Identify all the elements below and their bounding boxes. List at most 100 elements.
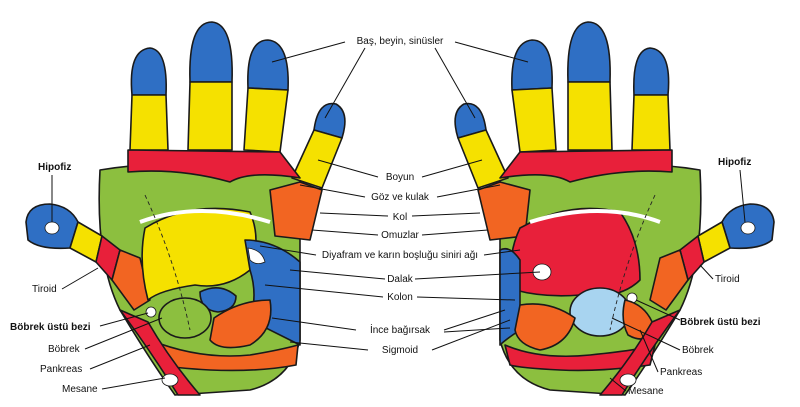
right-bladder-band [599,309,681,396]
label-spleen: Dalak [387,274,414,285]
right-index-finger-neck-zone [631,94,671,151]
right-middle-finger-neck-zone [567,81,613,151]
leader-arm-left [319,212,389,217]
label-head-sinus: Baş, beyin, sinüsler [357,36,444,47]
right-ring-finger-neck-zone [511,87,557,153]
leader-neck-right [421,159,483,178]
right-eyes-ears-band [499,149,673,183]
leader-spleen-left [289,269,386,280]
label-shoulders: Omuzlar [381,230,419,241]
label-adrenal-left: Böbrek üstü bezi [10,322,91,333]
right-middle-finger-head-zone [567,21,611,83]
leader-lines [51,41,746,392]
leader-diaphragm-right [483,249,521,256]
leader-head-left-2 [324,47,366,119]
left-sigmoid-zone [149,339,299,372]
leader-kidney-right [611,317,681,351]
center-labels: Baş, beyin, sinüsler Boyun Göz ve kulak … [10,36,761,397]
leader-eyes-left [299,184,366,198]
label-colon: Kolon [387,292,413,303]
leader-pancreas-right [639,329,659,373]
right-hand [454,21,775,396]
left-adrenal-spot [145,306,157,318]
right-index-finger-head-zone [633,47,670,96]
right-diaphragm-line [529,209,661,224]
label-small-intestine: İnce bağırsak [370,323,431,336]
leader-bladder-left [101,377,166,390]
left-little-finger-head-zone [313,102,346,139]
leader-hypophysis-right [739,169,746,223]
leader-shoulders-left [311,229,379,236]
right-dashed-line [609,194,656,331]
leader-small-intestine-right-2 [443,327,511,333]
leader-sigmoid-right [431,319,511,351]
left-diaphragm-line [139,209,271,224]
left-hand [25,21,346,396]
label-arm: Kol [393,212,407,223]
label-kidney-right: Böbrek [682,345,715,356]
left-index-finger-head-zone [130,47,167,96]
leader-small-intestine-right-1 [443,309,506,331]
left-ring-finger-head-zone [247,39,289,91]
left-eyes-ears-band [127,149,301,183]
leader-diaphragm-left [259,245,317,256]
leader-eyes-right [436,184,501,198]
label-neck: Boyun [386,172,414,183]
right-bladder-spot [619,373,637,387]
right-hypophysis-spot [740,221,756,235]
leader-adrenal-right [635,299,681,321]
right-small-intestine-zone [514,303,576,351]
label-bladder-right: Mesane [628,386,664,397]
label-pancreas-left: Pankreas [40,364,82,375]
right-lower-band [504,344,656,372]
left-small-intestine-zone [209,299,272,349]
left-liver-zone [141,207,257,301]
leader-bladder-right [609,377,627,392]
left-little-finger-neck-zone [291,129,343,189]
label-pancreas-right: Pankreas [660,367,702,378]
leader-head-right-1 [454,41,529,63]
right-little-finger-neck-zone [457,129,509,189]
leader-shoulders-right [421,229,489,236]
label-thyroid-right: Tiroid [715,274,740,285]
left-ring-finger-neck-zone [243,87,289,153]
leader-thyroid-left [61,267,99,290]
label-hypophysis-right: Hipofiz [718,157,751,168]
right-thumb-base-zone [649,249,689,311]
right-kidney-zone [569,287,631,337]
left-bladder-band [119,309,201,396]
leader-kidney-left [84,317,163,350]
leader-colon-right [416,296,516,301]
left-index-finger-neck-zone [129,94,169,151]
leader-neck-left [317,159,379,178]
left-kidney-zone [158,297,212,339]
left-middle-finger-head-zone [189,21,233,83]
leader-spleen-right [414,271,541,280]
label-thyroid-left: Tiroid [32,284,57,295]
left-shoulder-zone [269,181,323,241]
leader-small-intestine-left [271,317,357,331]
right-little-finger-head-zone [454,102,487,139]
leader-arm-right [411,212,481,217]
label-sigmoid: Sigmoid [382,345,418,356]
label-adrenal-right: Böbrek üstü bezi [680,317,761,328]
left-colon-white-spot [247,247,266,264]
leader-pancreas-left [89,344,151,370]
label-eyes-ears: Göz ve kulak [371,192,430,203]
leader-head-left-1 [271,41,346,63]
label-kidney-left: Böbrek [48,344,81,355]
left-hypophysis-spot [44,221,60,235]
left-dashed-line [144,194,191,331]
right-ring-finger-head-zone [511,39,553,91]
label-hypophysis-left: Hipofiz [38,162,71,173]
label-diaphragm: Diyafram ve karın boşluğu siniri ağı [322,250,478,261]
leader-colon-left [264,284,384,298]
left-bladder-spot [161,373,179,387]
leader-adrenal-left [99,312,149,327]
label-bladder-left: Mesane [62,384,98,395]
leader-thyroid-right [699,264,714,280]
leader-head-right-2 [434,47,476,119]
left-middle-finger-neck-zone [187,81,233,151]
leader-sigmoid-left [289,341,369,351]
